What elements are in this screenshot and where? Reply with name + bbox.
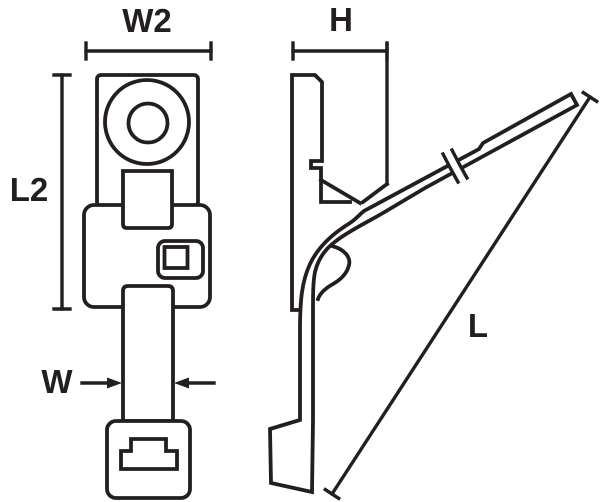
dim-l-tick-top bbox=[580, 90, 600, 104]
front-view bbox=[82, 73, 212, 500]
dim-label-h: H bbox=[329, 1, 353, 38]
dim-label-w2: W2 bbox=[122, 2, 172, 39]
strap-side bbox=[268, 91, 580, 495]
strap-break-mark bbox=[440, 147, 470, 185]
dimensions bbox=[52, 41, 600, 501]
dim-label-w: W bbox=[41, 363, 73, 400]
screw-hole-circle bbox=[126, 101, 170, 145]
dim-label-l: L bbox=[468, 307, 488, 344]
dim-w-arrow-right-head bbox=[174, 377, 189, 389]
dim-l-tick-bottom bbox=[322, 487, 342, 501]
strap-front bbox=[121, 284, 175, 423]
dim-h bbox=[291, 41, 389, 61]
tail-slot-front bbox=[119, 437, 179, 471]
dim-l-line bbox=[329, 94, 593, 497]
dim-w-arrow-left-head bbox=[107, 377, 122, 389]
dim-l2 bbox=[52, 73, 72, 311]
pawl-window-inner bbox=[162, 245, 190, 270]
side-view bbox=[268, 42, 580, 495]
gusset-rib-side bbox=[318, 177, 363, 206]
neck-tongue-front bbox=[121, 169, 174, 230]
dim-w bbox=[80, 377, 216, 389]
dim-l bbox=[322, 90, 600, 501]
dim-label-l2: L2 bbox=[10, 171, 49, 208]
dim-w2 bbox=[84, 41, 213, 61]
dimension-labels: W2 H L2 W L bbox=[10, 1, 488, 400]
funnel-wall-side bbox=[360, 181, 390, 205]
pawl-bump-side bbox=[315, 243, 352, 302]
